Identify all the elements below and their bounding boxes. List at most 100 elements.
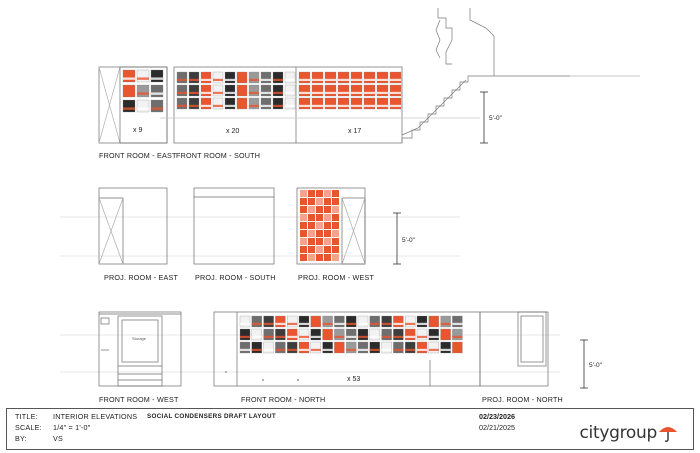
poster-thumbnail	[136, 84, 150, 98]
row-2-guide-lines	[60, 216, 460, 257]
poster-band	[377, 78, 388, 82]
poster-band	[189, 91, 199, 95]
poster-band	[428, 335, 439, 339]
poster-thumbnail	[452, 341, 463, 354]
poster-thumbnail	[311, 84, 324, 97]
poster-thumbnail	[224, 84, 236, 97]
poster-thumbnail	[300, 198, 307, 205]
poster-band	[240, 348, 250, 352]
poster-band	[201, 78, 211, 82]
poster-thumbnail	[188, 97, 200, 110]
poster-thumbnail	[334, 328, 345, 341]
poster-thumbnail	[337, 84, 350, 97]
poster-band	[123, 107, 135, 110]
poster-thumbnail	[308, 246, 315, 253]
front-room-south-elevation	[160, 66, 480, 144]
poster-band	[390, 78, 401, 82]
poster-thumbnail	[248, 84, 260, 97]
poster-thumbnail	[224, 71, 236, 84]
poster-thumbnail	[440, 315, 451, 328]
poster-thumbnail	[308, 238, 315, 245]
poster-thumbnail	[322, 341, 333, 354]
poster-band	[249, 104, 259, 108]
poster-band	[213, 91, 223, 95]
poster-thumbnail	[298, 97, 311, 110]
poster-band	[287, 348, 298, 352]
project-name: SOCIAL CONDENSERS DRAFT LAYOUT	[147, 413, 276, 420]
poster-thumbnail	[393, 328, 404, 341]
poster-band	[312, 78, 323, 82]
poster-thumbnail	[324, 222, 331, 229]
poster-band	[440, 322, 451, 326]
poster-band	[189, 78, 199, 82]
poster-band	[287, 335, 298, 339]
poster-thumbnail	[332, 190, 339, 197]
poster-thumbnail	[428, 341, 439, 354]
poster-thumbnail	[376, 71, 389, 84]
poster-thumbnail	[260, 71, 272, 84]
dimension-label-row-1: 5'-0"	[489, 115, 503, 122]
poster-thumbnail	[308, 190, 315, 197]
poster-band	[452, 335, 463, 339]
poster-thumbnail	[316, 254, 323, 261]
poster-thumbnail	[332, 254, 339, 261]
poster-thumbnail	[405, 328, 416, 341]
poster-thumbnail	[310, 341, 321, 354]
poster-grid-east	[122, 69, 164, 113]
poster-thumbnail	[346, 328, 357, 341]
poster-thumbnail	[376, 97, 389, 110]
poster-thumbnail	[300, 238, 307, 245]
poster-band	[285, 91, 295, 95]
poster-band	[405, 335, 416, 339]
poster-thumbnail	[334, 341, 345, 354]
poster-thumbnail	[316, 222, 323, 229]
poster-thumbnail	[428, 328, 439, 341]
poster-band	[440, 335, 451, 339]
poster-band	[312, 104, 323, 108]
poster-band	[334, 335, 345, 339]
poster-band	[251, 322, 262, 326]
poster-band	[377, 104, 388, 108]
poster-thumbnail	[150, 69, 164, 83]
poster-thumbnail	[416, 341, 428, 354]
poster-grid-north	[239, 315, 463, 354]
poster-band	[428, 322, 439, 326]
scale-value: 1/4" = 1'-0"	[53, 423, 91, 432]
poster-thumbnail	[316, 238, 323, 245]
poster-thumbnail	[324, 97, 337, 110]
poster-thumbnail	[248, 97, 260, 110]
proj-room-south-elevation	[193, 187, 275, 265]
poster-thumbnail	[308, 214, 315, 221]
poster-band	[299, 78, 310, 82]
poster-thumbnail	[324, 246, 331, 253]
poster-thumbnail	[405, 315, 416, 328]
poster-thumbnail	[316, 214, 323, 221]
poster-band	[225, 91, 235, 95]
poster-thumbnail	[176, 71, 188, 84]
poster-thumbnail	[308, 254, 315, 261]
poster-thumbnail	[334, 315, 345, 328]
poster-band	[237, 104, 247, 108]
poster-band	[177, 78, 187, 82]
label-proj-room-west: PROJ. ROOM - WEST	[298, 273, 374, 282]
citygroup-logo: citygroup	[580, 419, 679, 443]
poster-thumbnail	[212, 84, 224, 97]
poster-thumbnail	[284, 84, 296, 97]
poster-band	[390, 91, 401, 95]
poster-thumbnail	[122, 84, 136, 98]
poster-band	[299, 104, 310, 108]
poster-band	[393, 348, 404, 352]
poster-thumbnail	[200, 97, 212, 110]
poster-thumbnail	[308, 206, 315, 213]
poster-thumbnail	[405, 341, 416, 354]
poster-band	[369, 348, 380, 352]
poster-band	[351, 91, 362, 95]
poster-band	[405, 322, 416, 326]
poster-band	[299, 322, 309, 326]
poster-thumbnail	[248, 71, 260, 84]
poster-thumbnail	[350, 97, 363, 110]
poster-band	[137, 92, 149, 95]
poster-band	[263, 322, 274, 326]
poster-thumbnail	[176, 97, 188, 110]
poster-thumbnail	[272, 97, 284, 110]
